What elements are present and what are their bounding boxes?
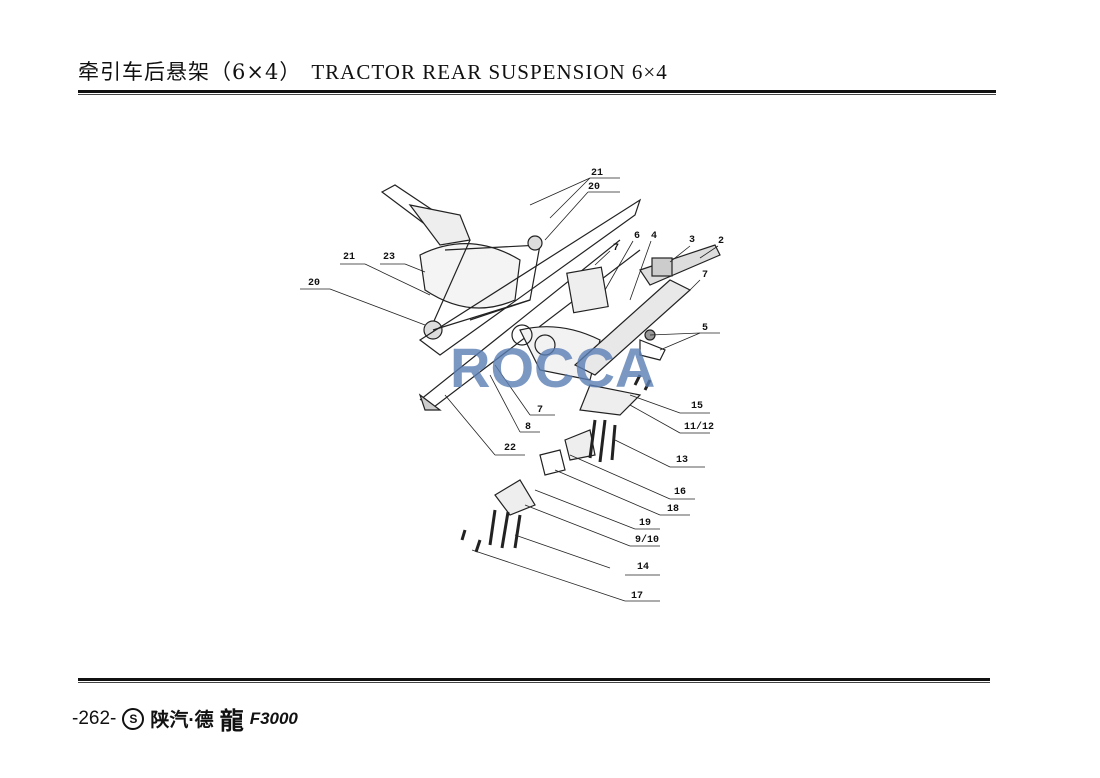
callout-18: 18: [667, 504, 680, 515]
callout-13: 13: [676, 455, 689, 466]
leaf-spring: [573, 244, 721, 376]
page-number: -262-: [72, 707, 117, 729]
callout-7: 7: [702, 270, 709, 281]
callout-22: 22: [504, 443, 517, 454]
axle-housing: [380, 184, 543, 340]
callout-11-12: 11/12: [684, 422, 715, 433]
footer-rule-thin: [78, 682, 990, 683]
callout-2: 2: [718, 236, 725, 247]
footer-rule: [78, 678, 990, 681]
callout-20: 20: [308, 278, 321, 289]
brand-glyph: 龍: [219, 706, 244, 735]
callout-9-10: 9/10: [635, 535, 660, 546]
callout-3: 3: [689, 235, 696, 246]
callout-7: 7: [613, 243, 620, 254]
callout-6: 6: [634, 231, 641, 242]
callout-21: 21: [343, 252, 356, 263]
callout-23: 23: [383, 252, 396, 263]
callout-7: 7: [537, 405, 544, 416]
callout-20: 20: [588, 182, 601, 193]
brand-name: 陕汽·德: [150, 710, 214, 731]
callout-19: 19: [639, 518, 652, 529]
callout-4: 4: [651, 231, 658, 242]
callout-15: 15: [691, 401, 704, 412]
callout-16: 16: [674, 487, 687, 498]
page-footer: -262- S 陕汽·德 龍 F3000: [72, 701, 298, 736]
lower-assembly: [460, 374, 652, 553]
callout-17: 17: [631, 591, 644, 602]
callout-5: 5: [702, 323, 709, 334]
header-rule-thin: [78, 94, 996, 95]
leader-lines: [300, 177, 720, 602]
title-chinese: 牵引车后悬架（6×4）: [78, 60, 302, 84]
page-title: 牵引车后悬架（6×4） TRACTOR REAR SUSPENSION 6×4: [78, 56, 668, 86]
watermark: ROCCA: [450, 336, 656, 399]
title-english: TRACTOR REAR SUSPENSION 6×4: [311, 60, 668, 84]
model-name: F3000: [249, 708, 298, 728]
callout-14: 14: [637, 562, 650, 573]
callout-21: 21: [591, 168, 604, 179]
shacman-logo-icon: S: [122, 707, 145, 730]
header-rule: [78, 90, 996, 93]
callout-8: 8: [525, 422, 532, 433]
